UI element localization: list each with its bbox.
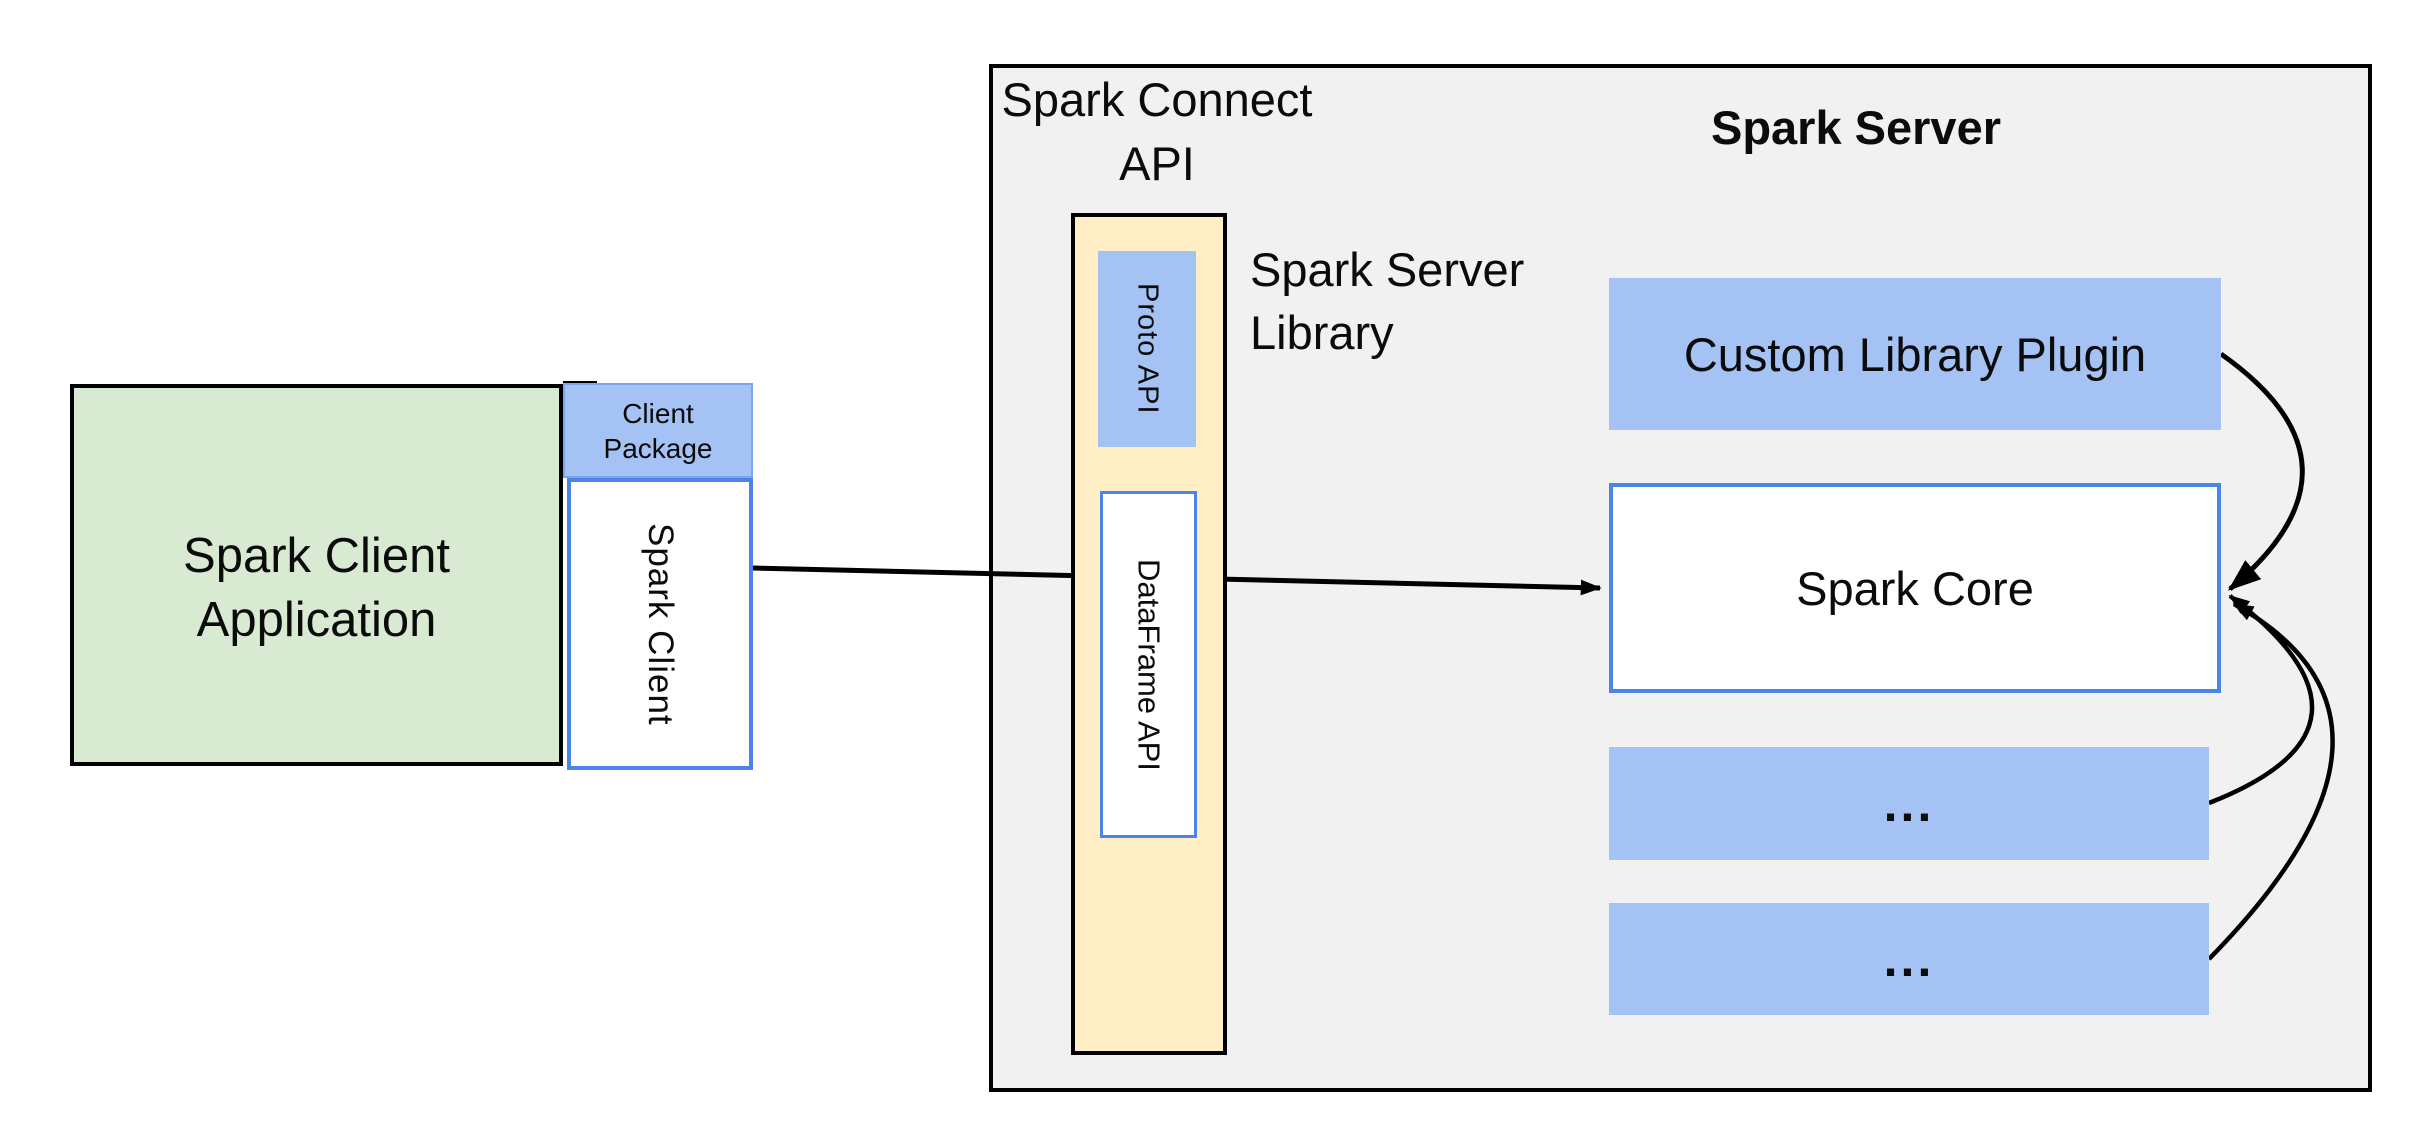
custom-library-plugin-box: Custom Library Plugin <box>1609 278 2221 430</box>
spark-core-label: Spark Core <box>1796 561 2034 615</box>
spark-server-library-label: Spark Server Library <box>1250 243 1525 359</box>
placeholder-module-label-1: ... <box>1883 775 1935 832</box>
spark-client-application-box: Spark Client Application <box>70 384 563 766</box>
proto-api-label: Proto API <box>1131 283 1164 415</box>
arrow-placeholder2-to-spark-core <box>2207 602 2335 961</box>
arrow-placeholder1-to-spark-core <box>2208 594 2315 806</box>
spark-client-label: Spark Client <box>641 522 680 726</box>
placeholder-module-box-2: ... <box>1609 903 2209 1015</box>
spark-server-title: Spark Server <box>1710 101 2002 154</box>
client-package-box: Client Package <box>563 383 753 478</box>
spark-core-box: Spark Core <box>1609 483 2221 693</box>
spark-client-box: Spark Client <box>567 478 753 770</box>
client-package-label: Client Package <box>603 397 713 464</box>
arrow-plugin-to-spark-core <box>2219 351 2305 591</box>
spark-connect-api-title: Spark Connect API <box>1001 73 1313 190</box>
proto-api-box: Proto API <box>1098 251 1196 447</box>
custom-library-plugin-label: Custom Library Plugin <box>1683 327 2147 381</box>
spark-client-application-label: Spark Client Application <box>183 529 450 647</box>
placeholder-module-label-2: ... <box>1883 931 1935 987</box>
placeholder-module-box-1: ... <box>1609 747 2209 860</box>
dataframe-api-box: DataFrame API <box>1100 491 1197 838</box>
dataframe-api-label: DataFrame API <box>1131 558 1167 771</box>
